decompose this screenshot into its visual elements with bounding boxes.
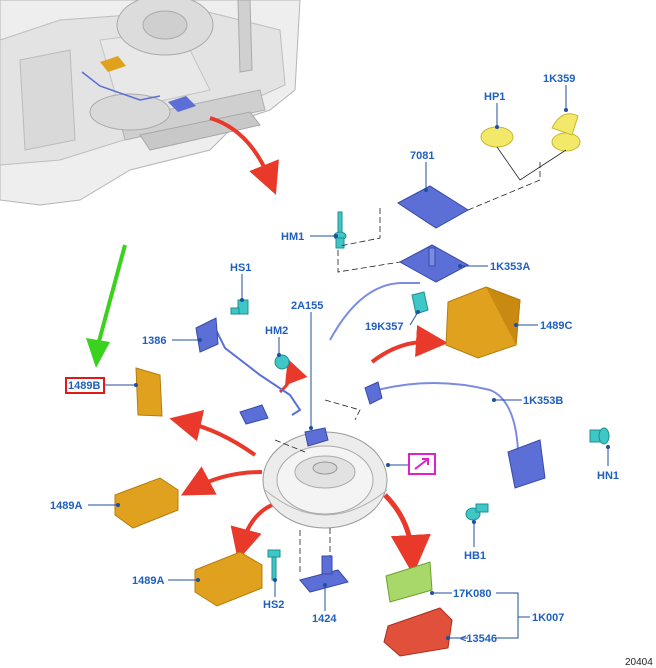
pointer-arrow: [180, 466, 263, 496]
pointer-arrow: [370, 325, 448, 364]
vehicle-rear-view-icon: [0, 0, 301, 206]
label-hb1[interactable]: HB1: [464, 550, 486, 562]
magenta-link-icon: [408, 453, 436, 475]
label-7081[interactable]: 7081: [410, 150, 434, 162]
hoist-bracket-icon: [195, 317, 219, 353]
bolt-hs2-icon: [267, 549, 281, 581]
cable-end-icon: [364, 381, 383, 405]
hoist-mechanism-icon: [507, 439, 546, 489]
grommet-icon: [551, 132, 581, 152]
label-1k353a[interactable]: 1K353A: [490, 261, 530, 273]
label-hm2[interactable]: HM2: [265, 325, 288, 337]
pointer-arrow: [169, 409, 257, 457]
pointer-arrow: [383, 493, 431, 575]
jack-tray-icon: [383, 607, 453, 657]
hoist-cable-icon: [329, 282, 420, 341]
label-17k080[interactable]: 17K080: [453, 588, 492, 600]
label-2a155[interactable]: 2A155: [291, 300, 323, 312]
access-plate-icon: [397, 185, 469, 229]
green-indicator-arrow-icon: [86, 244, 127, 368]
jack-icon: [299, 555, 349, 593]
label-1k353b[interactable]: 1K353B: [523, 395, 563, 407]
label-1489a-upper[interactable]: 1489A: [50, 500, 82, 512]
clip-icon: [411, 291, 429, 315]
bolt-hn1-icon: [589, 427, 610, 445]
bracket-part-icon: [239, 404, 269, 425]
pointer-arrow: [209, 116, 279, 195]
label-hp1[interactable]: HP1: [484, 91, 505, 103]
label-1424[interactable]: 1424: [312, 613, 337, 625]
label-13546[interactable]: <13546: [460, 633, 497, 645]
storage-pad-icon: [135, 367, 163, 417]
label-1489c[interactable]: 1489C: [540, 320, 572, 332]
pointer-arrow: [230, 503, 273, 561]
label-1k007[interactable]: 1K007: [532, 612, 564, 624]
label-hs2[interactable]: HS2: [263, 599, 284, 611]
bolt-hm1-icon: [333, 211, 347, 249]
tool-bag-icon: [114, 477, 179, 529]
label-1489b[interactable]: 1489B: [68, 380, 100, 392]
label-1489a-lower[interactable]: 1489A: [132, 575, 164, 587]
hoist-cable-icon: [369, 382, 519, 451]
spare-wheel-icon: [262, 431, 388, 529]
bolt-hb1-icon: [465, 503, 489, 521]
label-19k357[interactable]: 19K357: [365, 321, 404, 333]
bracket-part-icon: [304, 427, 329, 447]
jack-cushion-icon: [385, 561, 433, 603]
tool-bag-icon: [194, 551, 263, 607]
label-1k359[interactable]: 1K359: [543, 73, 575, 85]
label-1386[interactable]: 1386: [142, 335, 166, 347]
leader-lines: [88, 85, 610, 640]
label-hn1[interactable]: HN1: [597, 470, 619, 482]
label-hs1[interactable]: HS1: [230, 262, 251, 274]
nut-hm2-icon: [274, 354, 290, 370]
selected-part-highlight: [65, 377, 105, 394]
bolt-hs1-icon: [230, 299, 249, 315]
plug-cap-icon: [480, 126, 514, 148]
diagram-id: 20404: [625, 657, 653, 668]
label-hm1[interactable]: HM1: [281, 231, 304, 243]
